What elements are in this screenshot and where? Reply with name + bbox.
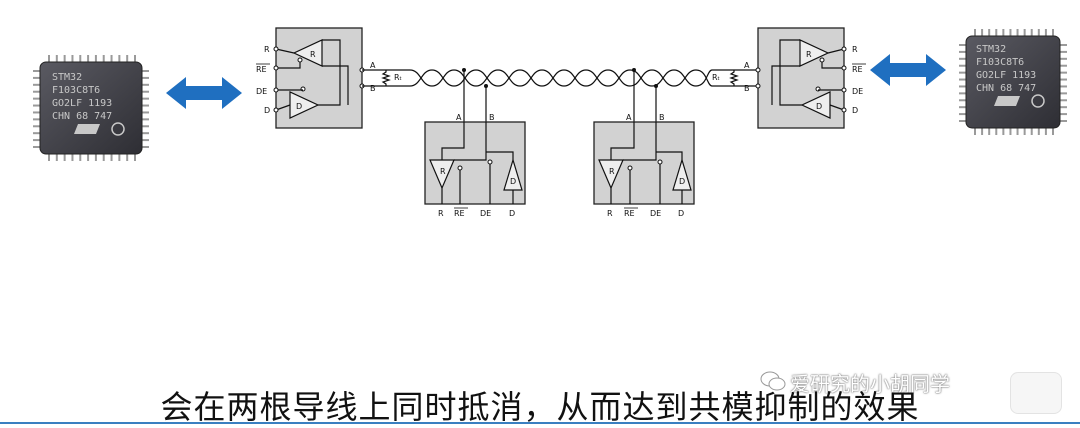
- pin-label-de: DE: [650, 209, 661, 218]
- bus-label-b: B: [744, 84, 750, 93]
- chip-text-line: STM32: [52, 72, 82, 83]
- pin-label-de: DE: [480, 209, 491, 218]
- bus-label-a: A: [456, 113, 462, 122]
- transceiver-left: R D R RE DE D A B: [256, 27, 376, 129]
- chip-text-line: STM32: [976, 44, 1006, 55]
- pin-label-re: RE: [454, 209, 465, 218]
- progress-line: [0, 422, 1080, 424]
- svg-text:D: D: [679, 177, 685, 186]
- pin-label-de: DE: [256, 87, 267, 96]
- stm32-chip-right: STM32 F103C8T6 GO2LF 1193 CHN 68 747: [959, 29, 1067, 135]
- svg-text:D: D: [816, 102, 822, 111]
- bidirectional-arrow-right: [870, 54, 946, 86]
- svg-text:R: R: [806, 50, 812, 59]
- chip-text-line: CHN 68 747: [52, 111, 112, 122]
- pin-label-r: R: [607, 209, 613, 218]
- pin-label-d: D: [852, 106, 858, 115]
- bus-label-a: A: [744, 61, 750, 70]
- bus-label-a: A: [370, 61, 376, 70]
- twisted-pair-cable: [362, 69, 758, 87]
- st-logo: [74, 122, 125, 136]
- video-subtitle: 会在两根导线上同时抵消，从而达到共模抑制的效果: [160, 388, 920, 426]
- pin-label-re: RE: [852, 65, 863, 74]
- pin-label-d: D: [509, 209, 515, 218]
- bus-label-b: B: [659, 113, 665, 122]
- svg-text:R: R: [609, 167, 615, 176]
- transceiver-middle-2: A B R D R RE DE D: [593, 68, 695, 218]
- pin-label-r: R: [264, 45, 270, 54]
- pin-label-de: DE: [852, 87, 863, 96]
- st-logo: [994, 94, 1045, 108]
- chip-text-line: F103C8T6: [52, 85, 100, 96]
- chip-pins: [33, 55, 149, 161]
- chip-text-line: CHN 68 747: [976, 83, 1036, 94]
- transceiver-middle-1: A B R D R RE DE D: [424, 68, 526, 218]
- pin-label-d: D: [678, 209, 684, 218]
- bus-label-b: B: [489, 113, 495, 122]
- chip-text-line: GO2LF 1193: [976, 70, 1036, 81]
- chip-text-line: F103C8T6: [976, 57, 1024, 68]
- svg-text:R: R: [310, 50, 316, 59]
- pin-label-r: R: [852, 45, 858, 54]
- pin-label-r: R: [438, 209, 444, 218]
- pin-label-re: RE: [256, 65, 267, 74]
- watermark-text: 爱研究的小胡同学: [790, 372, 950, 396]
- watermark-badge-bg: [1010, 372, 1062, 414]
- wechat-icon: [760, 371, 786, 391]
- pin-label-d: D: [264, 106, 270, 115]
- svg-text:R: R: [440, 167, 446, 176]
- termination-resistor-right: Rₜ: [712, 70, 739, 86]
- resistor-label: Rₜ: [394, 73, 402, 82]
- bus-label-b: B: [370, 84, 376, 93]
- bus-label-a: A: [626, 113, 632, 122]
- stm32-chip-left: STM32 F103C8T6 GO2LF 1193 CHN 68 747: [33, 55, 149, 161]
- bidirectional-arrow-left: [166, 77, 242, 109]
- resistor-label: Rₜ: [712, 73, 720, 82]
- svg-text:D: D: [510, 177, 516, 186]
- svg-text:D: D: [296, 102, 302, 111]
- pin-label-re: RE: [624, 209, 635, 218]
- transceiver-right: R D R RE DE D A B: [744, 27, 866, 129]
- chip-pins: [959, 29, 1067, 135]
- termination-resistor-left: Rₜ: [381, 70, 402, 86]
- chip-text-line: GO2LF 1193: [52, 98, 112, 109]
